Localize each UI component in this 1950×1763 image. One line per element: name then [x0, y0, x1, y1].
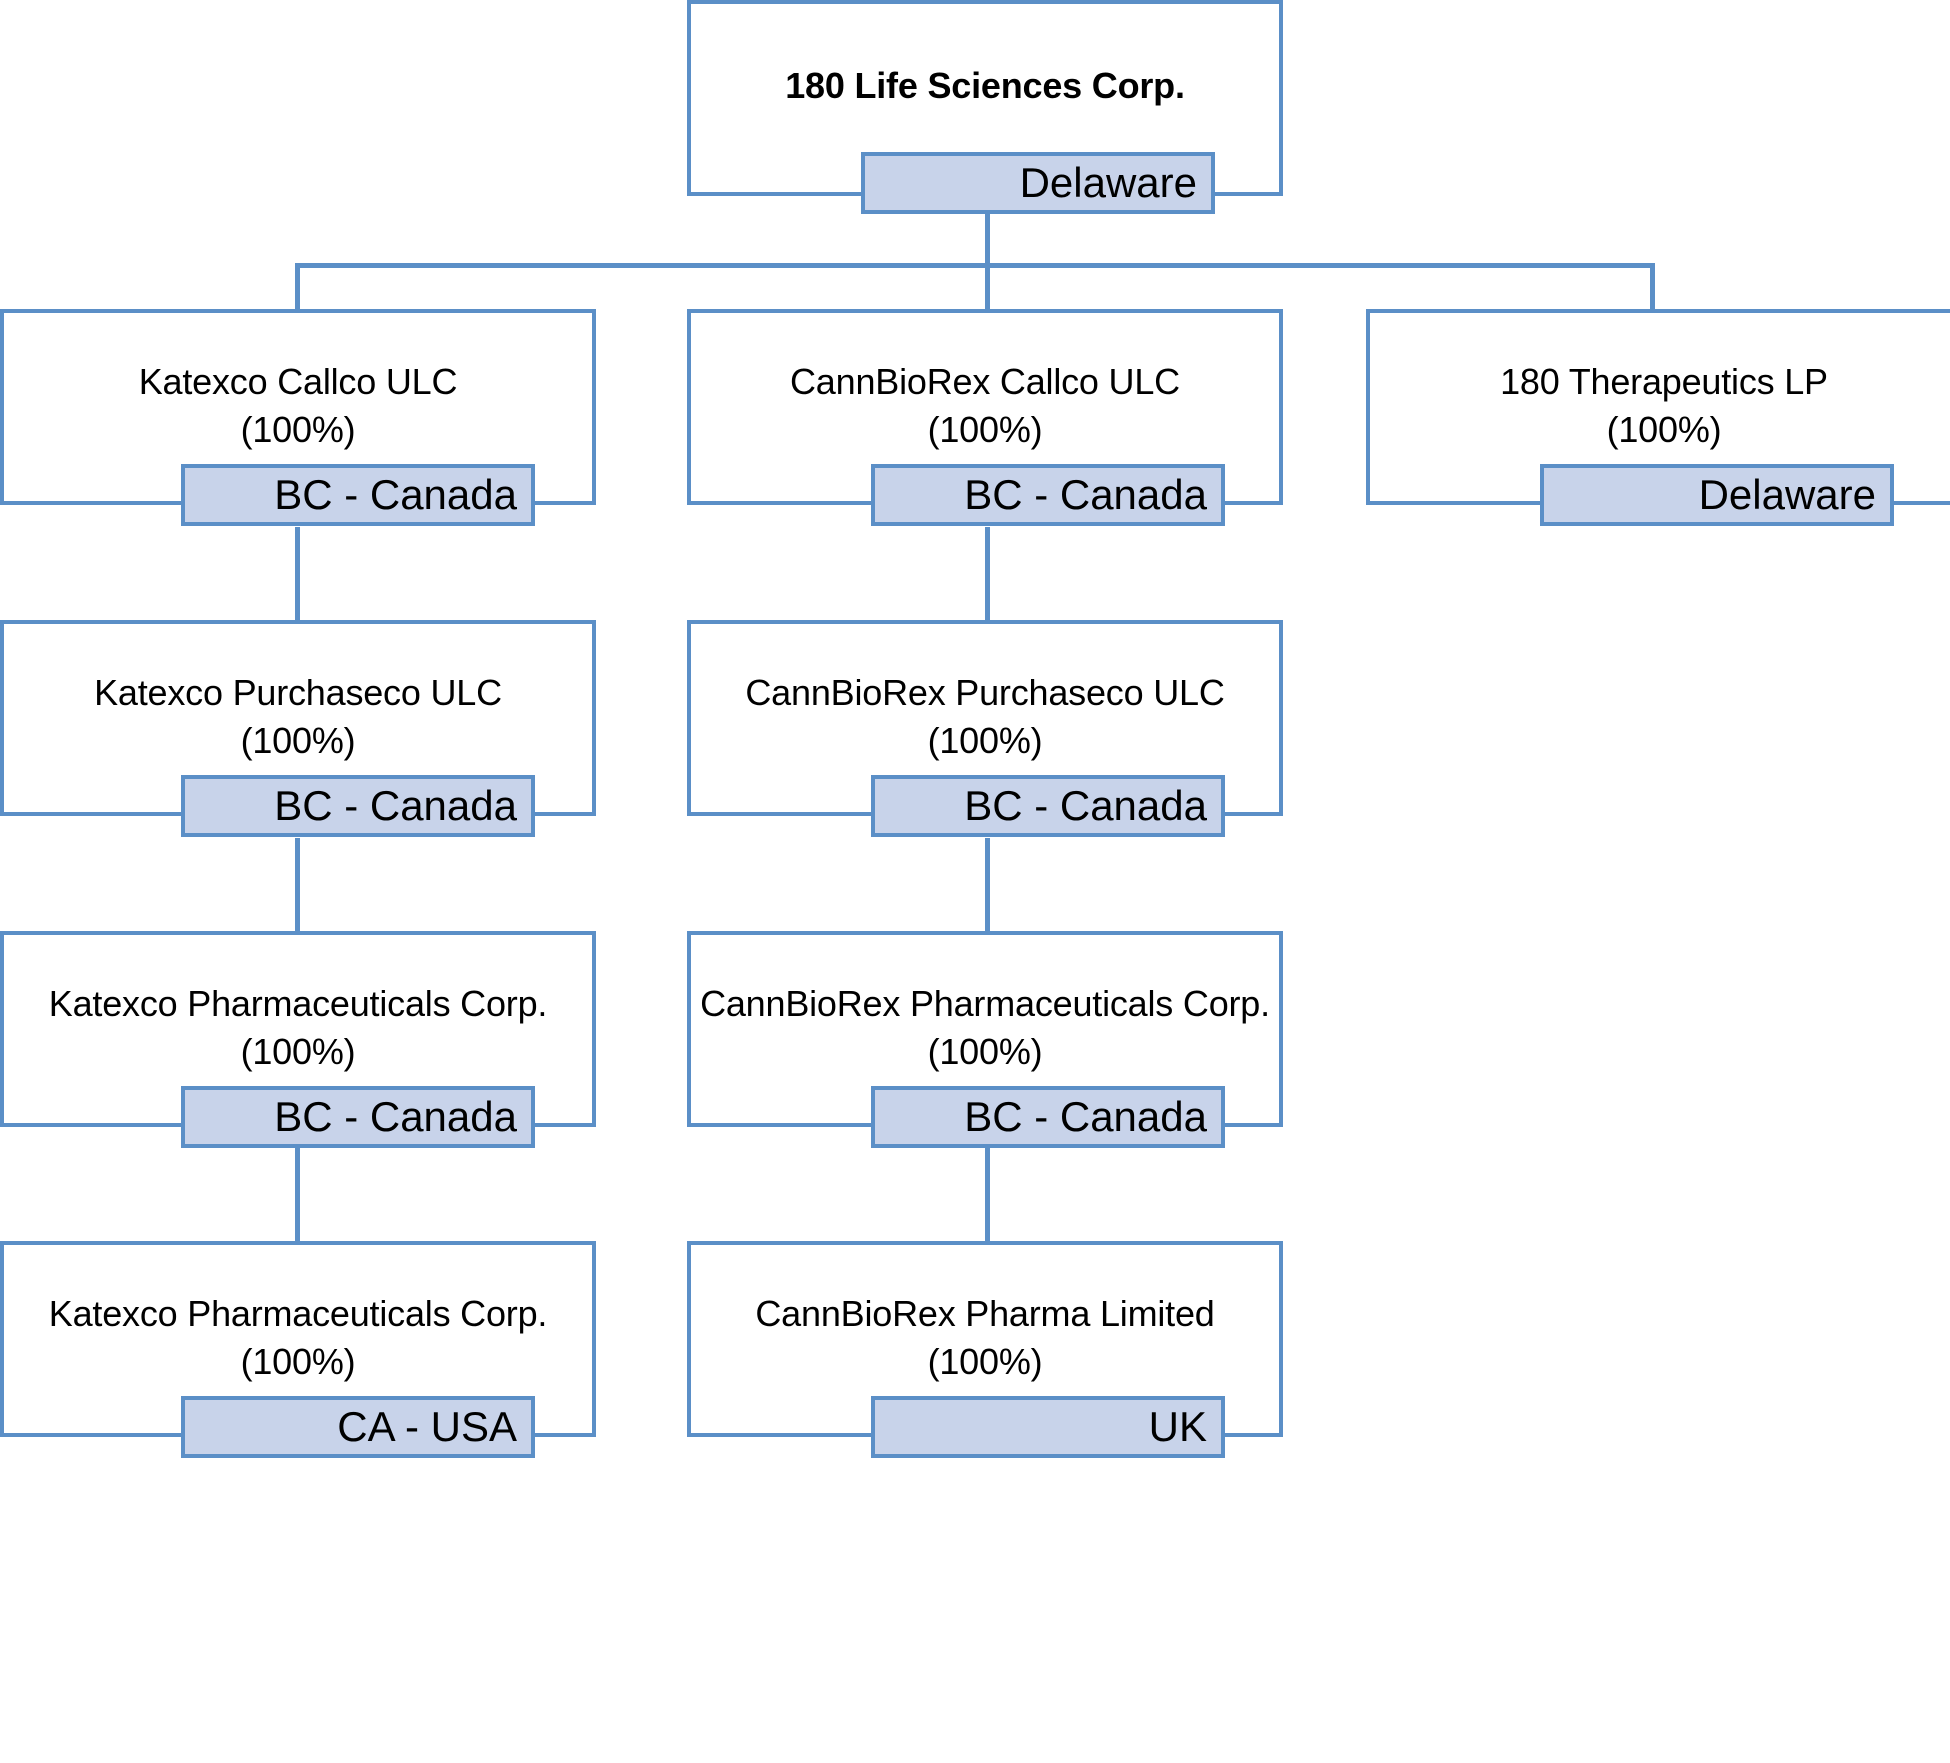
node-therapeutics-lp-label: 180 Therapeutics LP (100%) — [1500, 361, 1828, 450]
connector-drop-cannbiorex-callco — [985, 263, 990, 311]
jurisdiction-cannbiorex-purchaseco[interactable]: BC - Canada — [871, 775, 1225, 837]
connector-katexco-callco-to-purchaseco — [295, 527, 300, 634]
jurisdiction-cannbiorex-purchaseco-label: BC - Canada — [964, 782, 1207, 829]
jurisdiction-cannbiorex-pharma-bc[interactable]: BC - Canada — [871, 1086, 1225, 1148]
jurisdiction-katexco-callco[interactable]: BC - Canada — [181, 464, 535, 526]
jurisdiction-katexco-purchaseco-label: BC - Canada — [274, 782, 517, 829]
node-cannbiorex-callco-label: CannBioRex Callco ULC (100%) — [790, 361, 1180, 450]
jurisdiction-root[interactable]: Delaware — [861, 152, 1215, 214]
jurisdiction-katexco-pharma-bc-label: BC - Canada — [274, 1093, 517, 1140]
connector-cannbiorex-callco-to-purchaseco — [985, 527, 990, 634]
connector-level1-bus — [295, 263, 1655, 268]
node-katexco-pharma-bc-label: Katexco Pharmaceuticals Corp. (100%) — [48, 983, 548, 1072]
jurisdiction-therapeutics-lp-label: Delaware — [1698, 471, 1876, 518]
jurisdiction-cannbiorex-callco[interactable]: BC - Canada — [871, 464, 1225, 526]
jurisdiction-katexco-purchaseco[interactable]: BC - Canada — [181, 775, 535, 837]
node-cannbiorex-pharma-uk-label: CannBioRex Pharma Limited (100%) — [755, 1293, 1215, 1382]
connector-katexco-purchaseco-to-pharma-bc — [295, 838, 300, 945]
jurisdiction-cannbiorex-pharma-uk-label: UK — [1148, 1403, 1207, 1450]
jurisdiction-cannbiorex-pharma-bc-label: BC - Canada — [964, 1093, 1207, 1140]
node-cannbiorex-pharma-bc-label: CannBioRex Pharmaceuticals Corp. (100%) — [700, 983, 1270, 1072]
connector-cannbiorex-pharma-bc-to-pharma-uk — [985, 1148, 990, 1255]
connector-cannbiorex-purchaseco-to-pharma-bc — [985, 838, 990, 945]
jurisdiction-katexco-pharma-ca[interactable]: CA - USA — [181, 1396, 535, 1458]
node-cannbiorex-purchaseco-label: CannBioRex Purchaseco ULC (100%) — [745, 672, 1225, 761]
jurisdiction-katexco-callco-label: BC - Canada — [274, 471, 517, 518]
connector-root-down — [985, 213, 990, 263]
connector-drop-therapeutics-lp — [1650, 263, 1655, 311]
jurisdiction-root-label: Delaware — [1019, 159, 1197, 206]
node-katexco-callco-label: Katexco Callco ULC (100%) — [138, 361, 458, 450]
node-katexco-purchaseco-label: Katexco Purchaseco ULC (100%) — [94, 672, 502, 761]
connector-drop-katexco-callco — [295, 263, 300, 311]
jurisdiction-therapeutics-lp[interactable]: Delaware — [1540, 464, 1894, 526]
jurisdiction-katexco-pharma-ca-label: CA - USA — [337, 1403, 517, 1450]
node-root-label: 180 Life Sciences Corp. — [785, 65, 1185, 106]
jurisdiction-katexco-pharma-bc[interactable]: BC - Canada — [181, 1086, 535, 1148]
jurisdiction-cannbiorex-callco-label: BC - Canada — [964, 471, 1207, 518]
jurisdiction-cannbiorex-pharma-uk[interactable]: UK — [871, 1396, 1225, 1458]
connector-katexco-pharma-bc-to-pharma-ca — [295, 1148, 300, 1255]
node-katexco-pharma-ca-label: Katexco Pharmaceuticals Corp. (100%) — [48, 1293, 548, 1382]
